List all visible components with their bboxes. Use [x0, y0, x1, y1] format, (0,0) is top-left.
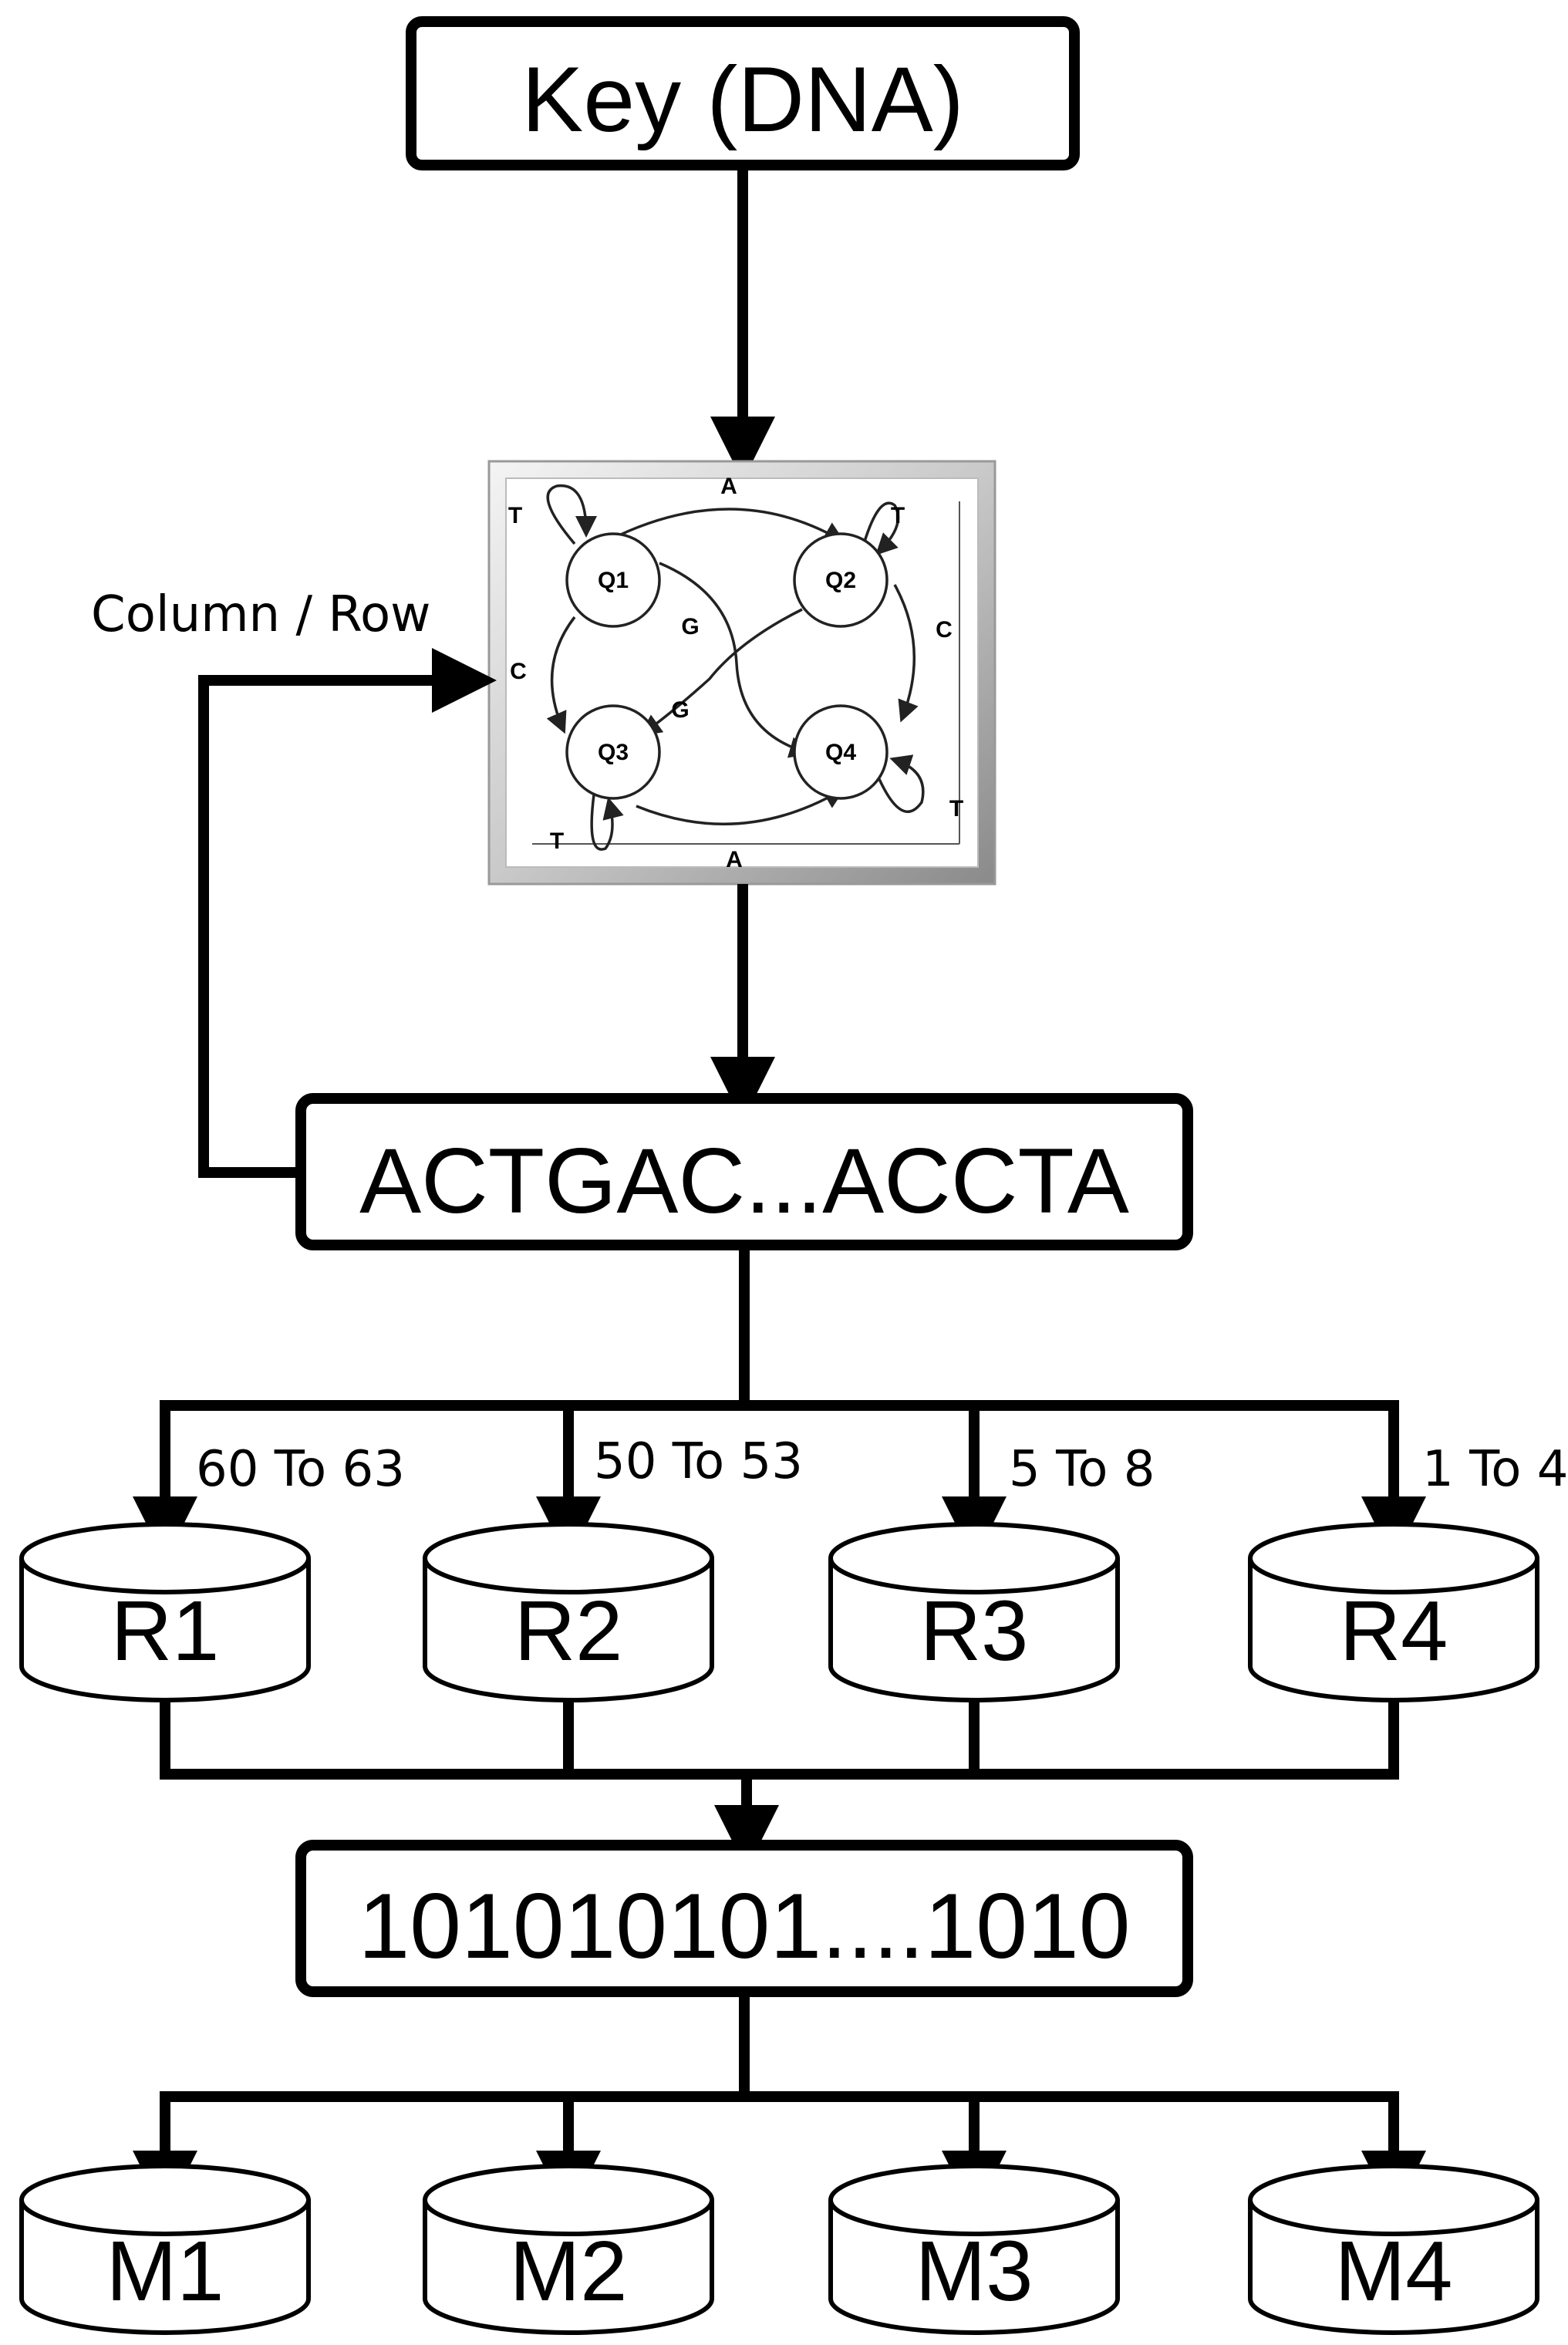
memory-m1: M1	[19, 2164, 311, 2335]
state-q2	[793, 532, 889, 628]
memory-m4: M4	[1248, 2164, 1539, 2335]
binary-sequence-label: 101010101....1010	[359, 1874, 1131, 1978]
feedback-arrow	[198, 648, 497, 1178]
key-label: Key (DNA)	[521, 48, 963, 151]
edge-label-left-c: C	[510, 659, 527, 684]
edge-q3-q4-bottom	[636, 788, 846, 826]
edge-label-q4-t: T	[949, 796, 963, 822]
automaton-panel: Q1 Q2 Q3 Q4 A A T T T T C C G G	[487, 460, 996, 886]
loop-q3	[590, 794, 624, 851]
loop-q1	[546, 484, 597, 545]
register-r4: R4	[1248, 1522, 1539, 1702]
edge-label-top-a: A	[720, 474, 737, 499]
edge-q2-q4-right	[893, 584, 919, 723]
memory-m2: M2	[423, 2164, 714, 2335]
register-r4-label: R4	[1340, 1584, 1448, 1679]
range-label-r4: 1 To 4	[1422, 1441, 1568, 1498]
edge-q2-q3-diag	[639, 608, 803, 737]
edge-label-g-lower: G	[671, 697, 689, 723]
range-label-r2: 50 To 53	[594, 1433, 803, 1490]
memory-m3: M3	[828, 2164, 1120, 2335]
edge-q1-q2-top	[609, 508, 846, 543]
register-r3: R3	[828, 1522, 1120, 1702]
register-r1: R1	[19, 1522, 311, 1702]
memory-m4-label: M4	[1335, 2224, 1453, 2319]
range-label-r3: 5 To 8	[1009, 1441, 1155, 1498]
edge-label-g-upper: G	[681, 614, 699, 639]
edge-label-right-c: C	[936, 617, 953, 643]
loop-q4	[878, 754, 925, 813]
edge-label-bottom-a: A	[726, 847, 743, 872]
edge-label-q1-t: T	[508, 503, 522, 528]
state-q4	[793, 704, 889, 800]
range-label-r1: 60 To 63	[196, 1441, 405, 1498]
edge-q1-q4-diag	[659, 562, 811, 758]
automaton-canvas	[505, 477, 979, 868]
memory-m3-label: M3	[916, 2224, 1034, 2319]
register-r2-label: R2	[514, 1584, 623, 1679]
register-r2: R2	[423, 1522, 714, 1702]
state-q3	[565, 704, 661, 800]
register-r1-label: R1	[111, 1584, 220, 1679]
dna-sequence-label: ACTGAC...ACCTA	[359, 1129, 1129, 1233]
feedback-label: Column / Row	[91, 586, 430, 643]
state-q2-label: Q2	[825, 568, 856, 593]
loop-q2	[862, 501, 900, 555]
state-q3-label: Q3	[598, 740, 629, 765]
edge-label-q3-t: T	[550, 828, 564, 854]
state-q4-label: Q4	[825, 740, 856, 765]
state-q1	[565, 532, 661, 628]
edge-label-q2-t: T	[891, 503, 905, 528]
edge-q1-q3-left	[546, 616, 576, 734]
memory-m2-label: M2	[510, 2224, 628, 2319]
memory-m1-label: M1	[106, 2224, 224, 2319]
state-q1-label: Q1	[598, 568, 629, 593]
register-r3-label: R3	[920, 1584, 1029, 1679]
